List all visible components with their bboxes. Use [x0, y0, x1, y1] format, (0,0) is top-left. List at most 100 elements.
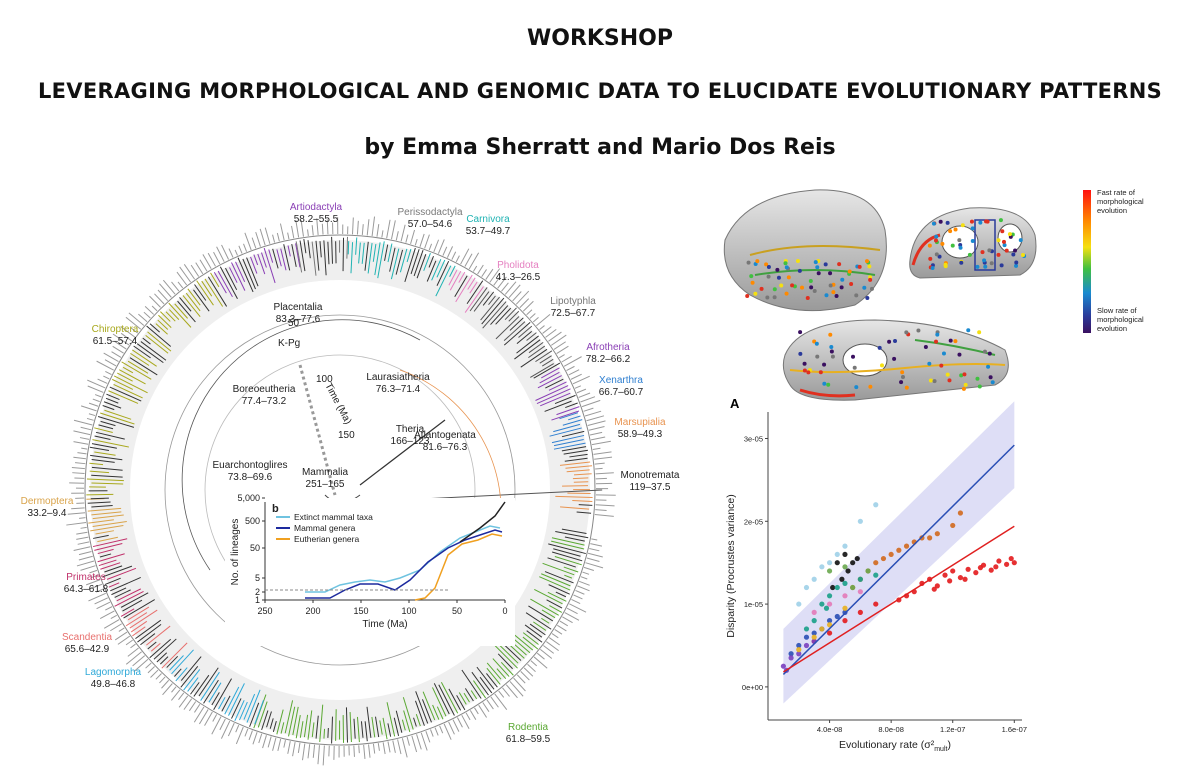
tree-outer-fuzz [204, 711, 213, 726]
landmark-dot [816, 271, 821, 276]
panel-label-a: A [730, 396, 740, 411]
tree-outer-fuzz [504, 281, 517, 295]
landmark-dot [865, 259, 870, 264]
tree-tip-branch [561, 528, 587, 534]
scatter-point [826, 630, 833, 636]
scatter-point [788, 651, 794, 657]
tree-tip-branch [371, 716, 376, 738]
tree-outer-fuzz [111, 351, 122, 358]
tree-outer-fuzz [211, 716, 222, 735]
landmark-dot [806, 370, 811, 375]
tree-tip-branch [431, 258, 442, 281]
tree-outer-fuzz [178, 695, 189, 708]
tree-tip-branch [104, 409, 132, 420]
tree-tip-branch [533, 362, 561, 379]
tree-outer-fuzz [558, 354, 565, 359]
landmark-dot [1014, 263, 1019, 268]
tree-outer-fuzz [580, 576, 588, 580]
tree-tip-branch [461, 669, 482, 699]
tree-tip-branch [415, 691, 429, 724]
tree-outer-fuzz [91, 574, 99, 578]
tree-tip-branch [146, 625, 171, 646]
landmark-dot [823, 262, 828, 267]
tree-outer-fuzz [103, 375, 110, 380]
tree-outer-fuzz [562, 616, 573, 624]
tree-tip-branch [546, 599, 563, 609]
tree-tip-branch [522, 632, 539, 645]
landmark-dot [1011, 252, 1016, 257]
tree-tip-branch [190, 682, 200, 695]
tree-tip-branch [495, 316, 520, 340]
tree-outer-fuzz [593, 451, 612, 455]
landmark-dot [797, 268, 802, 273]
landmark-dot [814, 341, 819, 346]
tree-tip-branch [406, 248, 412, 263]
scatter-point [950, 568, 956, 574]
landmark-dot [775, 267, 780, 272]
tree-tip-branch [159, 656, 169, 665]
tree-tip-branch [551, 551, 583, 562]
landmark-dot [938, 219, 943, 224]
colorbar-top-label: Fast rate of morphological evolution [1097, 188, 1146, 215]
tree-tip-branch [95, 431, 125, 440]
landmark-dot [786, 275, 791, 280]
tree-outer-fuzz [125, 639, 133, 646]
landmark-points [745, 218, 1027, 391]
landmark-dot [849, 281, 854, 286]
scatter-point [826, 593, 833, 599]
tree-outer-fuzz [561, 355, 572, 363]
tree-tip-branch [237, 257, 254, 293]
tree-outer-fuzz [78, 555, 93, 561]
landmark-dot [753, 291, 758, 296]
tree-tip-branch [129, 357, 158, 376]
tree-outer-fuzz [243, 243, 248, 252]
tree-outer-fuzz [572, 375, 590, 385]
tree-tip-branch [307, 240, 311, 259]
tree-tip-branch [390, 248, 400, 280]
tree-tip-branch [496, 642, 519, 664]
tree-tip-branch [401, 719, 406, 731]
tree-tip-branch [182, 295, 201, 318]
landmark-dot [790, 283, 795, 288]
tree-tip-branch [249, 702, 260, 727]
tree-tip-branch [493, 643, 518, 669]
tree-tip-branch [541, 358, 554, 367]
tree-tip-branch [180, 656, 202, 681]
landmark-dot [887, 339, 892, 344]
tree-outer-fuzz [564, 612, 580, 621]
node-range: 83.3–77.6 [276, 314, 321, 325]
tree-tip-branch [92, 514, 124, 520]
tree-outer-fuzz [586, 415, 605, 422]
tree-outer-fuzz [176, 271, 188, 286]
tree-tip-branch [355, 237, 358, 255]
tree-outer-fuzz [559, 620, 569, 627]
colorbar-bottom-label: Slow rate of morphological evolution [1097, 306, 1146, 333]
landmark-dot [862, 285, 867, 290]
landmark-dot [854, 385, 859, 390]
scatter-point [834, 551, 840, 558]
clade-range: 61.5–57.4 [93, 336, 138, 347]
scatter-point [896, 547, 902, 553]
tree-tip-branch [467, 277, 476, 290]
tree-tip-branch [542, 562, 575, 576]
landmark-dot [945, 372, 950, 377]
tree-outer-fuzz [255, 231, 261, 247]
tree-outer-fuzz [588, 426, 605, 431]
tree-tip-branch [486, 667, 501, 685]
tree-tip-branch [464, 286, 484, 313]
tree-tip-branch [92, 439, 130, 448]
node-name: Atlantogenata [414, 430, 476, 441]
landmark-dot [784, 265, 789, 270]
tree-outer-fuzz [78, 551, 92, 556]
tree-outer-fuzz [79, 437, 90, 440]
tree-outer-fuzz [452, 719, 460, 732]
tree-tip-branch [533, 621, 547, 631]
landmark-dot [904, 330, 909, 335]
tree-outer-fuzz [120, 332, 133, 342]
tree-outer-fuzz [372, 743, 376, 754]
scatter-point [857, 518, 863, 524]
tree-tip-branch [90, 497, 109, 500]
tree-tip-branch [168, 302, 192, 328]
inset-background [225, 498, 515, 646]
tree-outer-fuzz [486, 699, 494, 710]
